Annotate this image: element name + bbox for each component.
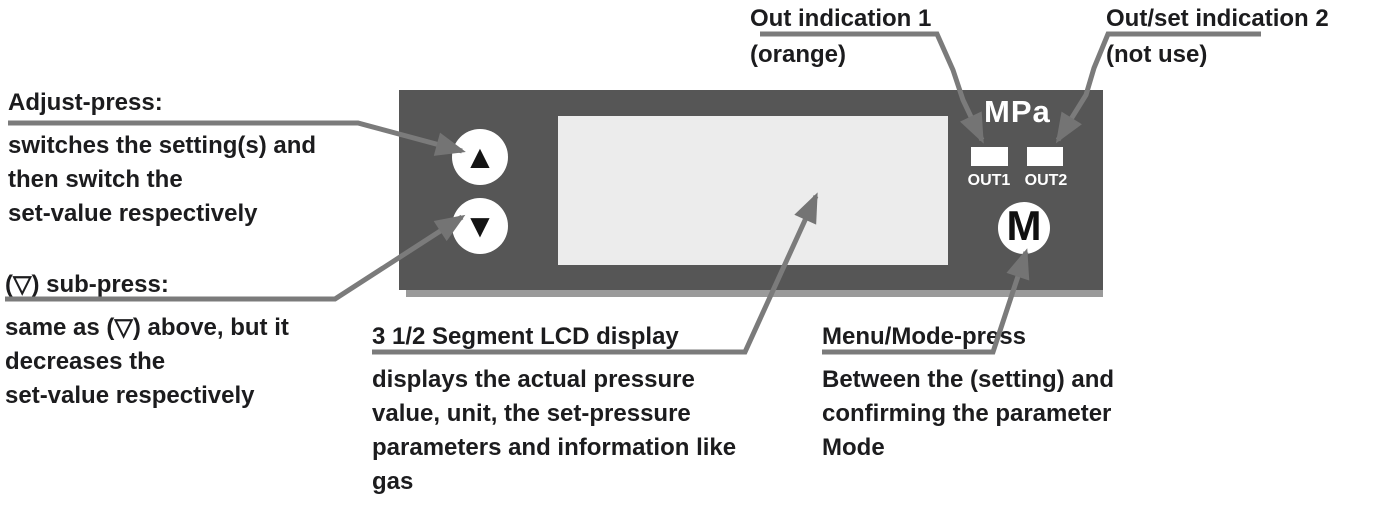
mode-button-label: M: [1006, 202, 1042, 249]
annotation-line: then switch the: [8, 166, 183, 193]
annotation-up-button: Adjust-press: switches the setting(s) an…: [8, 86, 316, 231]
annotation-line: gas: [372, 468, 414, 495]
down-arrow-icon: ▼: [463, 206, 497, 244]
out2-led-label: OUT2: [1024, 172, 1068, 189]
out2-led: [1027, 147, 1063, 166]
out1-led-label: OUT1: [967, 172, 1011, 189]
mode-button[interactable]: M: [998, 202, 1050, 254]
panel-shadow: [406, 290, 1103, 297]
down-button[interactable]: ▼: [452, 198, 508, 254]
annotation-line: (not use): [1106, 41, 1208, 68]
up-button[interactable]: ▲: [452, 129, 508, 185]
annotation-line: same as (▽) above, but it: [5, 314, 289, 341]
annotation-line: (orange): [750, 41, 846, 68]
annotation-down-button: (▽) sub-press: same as (▽) above, but it…: [5, 268, 289, 413]
annotation-line: Menu/Mode-press: [822, 323, 1027, 350]
annotation-line: Out indication 1: [750, 5, 932, 32]
annotation-line: (▽) sub-press:: [5, 271, 169, 298]
annotation-line: set-value respectively: [8, 200, 258, 227]
annotation-line: Out/set indication 2: [1106, 5, 1329, 32]
annotation-line: Between the (setting) and: [822, 366, 1115, 393]
annotation-display: 3 1/2 Segment LCD display displays the a…: [372, 320, 736, 499]
annotation-line: displays the actual pressure: [372, 366, 695, 393]
annotation-line: parameters and information like: [372, 434, 737, 461]
lcd-display: [558, 116, 948, 265]
annotation-mode-button: Menu/Mode-press Between the (setting) an…: [822, 320, 1114, 465]
annotation-out2-indicator: Out/set indication 2 (not use): [1106, 2, 1329, 72]
annotation-line: value, unit, the set-pressure: [372, 400, 691, 427]
unit-label: MPa: [984, 94, 1051, 129]
annotation-line: Adjust-press:: [8, 89, 163, 116]
annotation-line: 3 1/2 Segment LCD display: [372, 323, 679, 350]
annotation-line: switches the setting(s) and: [8, 132, 317, 159]
annotation-out1-indicator: Out indication 1 (orange): [750, 2, 931, 72]
annotation-line: confirming the parameter: [822, 400, 1112, 427]
annotation-line: set-value respectively: [5, 382, 255, 409]
out1-led: [971, 147, 1008, 166]
up-arrow-icon: ▲: [463, 137, 497, 175]
annotation-line: decreases the: [5, 348, 166, 375]
annotation-line: Mode: [822, 434, 885, 461]
